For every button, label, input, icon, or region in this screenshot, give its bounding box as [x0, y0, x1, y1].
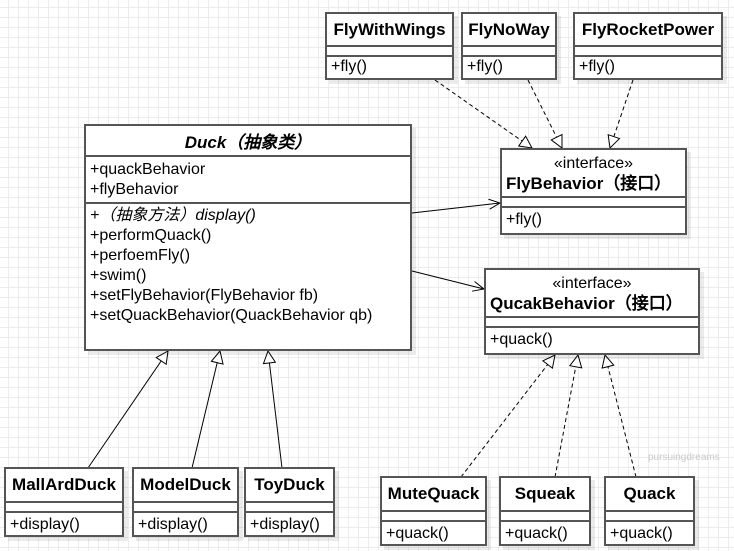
class-name: FlyNoWay — [463, 14, 555, 47]
association-quackbehavior — [411, 270, 486, 292]
attributes-section — [502, 198, 685, 208]
class-toyduck[interactable]: ToyDuck +display() — [244, 467, 335, 537]
realization-quack — [605, 355, 637, 478]
class-flynoway[interactable]: FlyNoWay +fly() — [461, 12, 557, 80]
class-name: ToyDuck — [246, 469, 333, 503]
method: +display() — [138, 516, 208, 533]
methods-section: +（抽象方法）display() +performQuack() +perfoe… — [86, 204, 410, 326]
method: +display() — [10, 516, 80, 533]
realization-flywithwings — [434, 79, 532, 148]
method: +performQuack() — [90, 227, 212, 244]
method: +fly() — [331, 58, 367, 75]
interface-header: «interface» FlyBehavior（接口） — [502, 150, 685, 198]
method: +fly() — [579, 58, 615, 75]
class-name: FlyRocketPower — [575, 14, 721, 47]
method: +fly() — [506, 211, 542, 228]
interface-quackbehavior[interactable]: «interface» QucakBehavior（接口） +quack() — [484, 268, 700, 355]
class-mutequack[interactable]: MuteQuack +quack() — [380, 476, 487, 546]
attribute: +quackBehavior — [90, 161, 206, 178]
attributes-section — [327, 47, 452, 57]
class-name: ModelDuck — [134, 469, 237, 503]
class-flywithwings[interactable]: FlyWithWings +fly() — [325, 12, 454, 80]
inheritance-mallardduck — [87, 351, 168, 469]
method: +quack() — [490, 331, 553, 348]
association-flybehavior — [411, 198, 502, 214]
class-quack[interactable]: Quack +quack() — [604, 476, 695, 546]
class-name: Squeak — [501, 478, 589, 512]
attributes-section — [134, 503, 237, 513]
interface-header: «interface» QucakBehavior（接口） — [486, 270, 698, 318]
class-name: Duck（抽象类） — [86, 126, 410, 157]
interface-name: QucakBehavior（接口） — [490, 294, 683, 313]
method: +swim() — [90, 267, 147, 284]
class-flyrocketpower[interactable]: FlyRocketPower +fly() — [573, 12, 723, 80]
class-name: MallArdDuck — [6, 469, 122, 503]
method: +quack() — [505, 525, 568, 542]
watermark: pursuingdreams — [648, 452, 720, 463]
method: +setFlyBehavior(FlyBehavior fb) — [90, 287, 319, 304]
class-name: Quack — [606, 478, 693, 512]
attributes-section — [6, 503, 122, 513]
class-name: MuteQuack — [382, 478, 485, 512]
stereotype: «interface» — [553, 155, 634, 172]
interface-flybehavior[interactable]: «interface» FlyBehavior（接口） +fly() — [500, 148, 687, 235]
attributes-section — [382, 512, 485, 522]
class-mallardduck[interactable]: MallArdDuck +display() — [4, 467, 124, 537]
interface-name: FlyBehavior（接口） — [506, 174, 672, 193]
attributes-section — [246, 503, 333, 513]
realization-squeak — [554, 355, 578, 478]
attribute: +flyBehavior — [90, 181, 179, 198]
class-name: FlyWithWings — [327, 14, 452, 47]
attributes-section — [575, 47, 721, 57]
class-duck[interactable]: Duck（抽象类） +quackBehavior +flyBehavior +（… — [84, 124, 412, 351]
class-modelduck[interactable]: ModelDuck +display() — [132, 467, 239, 537]
method: +quack() — [386, 525, 449, 542]
method: +quack() — [610, 525, 673, 542]
attributes-section — [606, 512, 693, 522]
method: +（抽象方法）display() — [90, 207, 256, 224]
class-squeak[interactable]: Squeak +quack() — [499, 476, 591, 546]
attributes-section — [463, 47, 555, 57]
realization-flynoway — [527, 79, 562, 148]
attributes-section — [486, 318, 698, 328]
attributes-section: +quackBehavior +flyBehavior — [86, 157, 410, 204]
method: +fly() — [467, 58, 503, 75]
method: +perfoemFly() — [90, 247, 191, 264]
method: +display() — [250, 516, 320, 533]
inheritance-modelduck — [191, 351, 220, 469]
realization-mutequack — [460, 355, 555, 478]
stereotype: «interface» — [552, 275, 632, 292]
attributes-section — [501, 512, 589, 522]
realization-flyrocketpower — [610, 79, 634, 148]
method: +setQuackBehavior(QuackBehavior qb) — [90, 307, 373, 324]
inheritance-toyduck — [268, 351, 283, 469]
